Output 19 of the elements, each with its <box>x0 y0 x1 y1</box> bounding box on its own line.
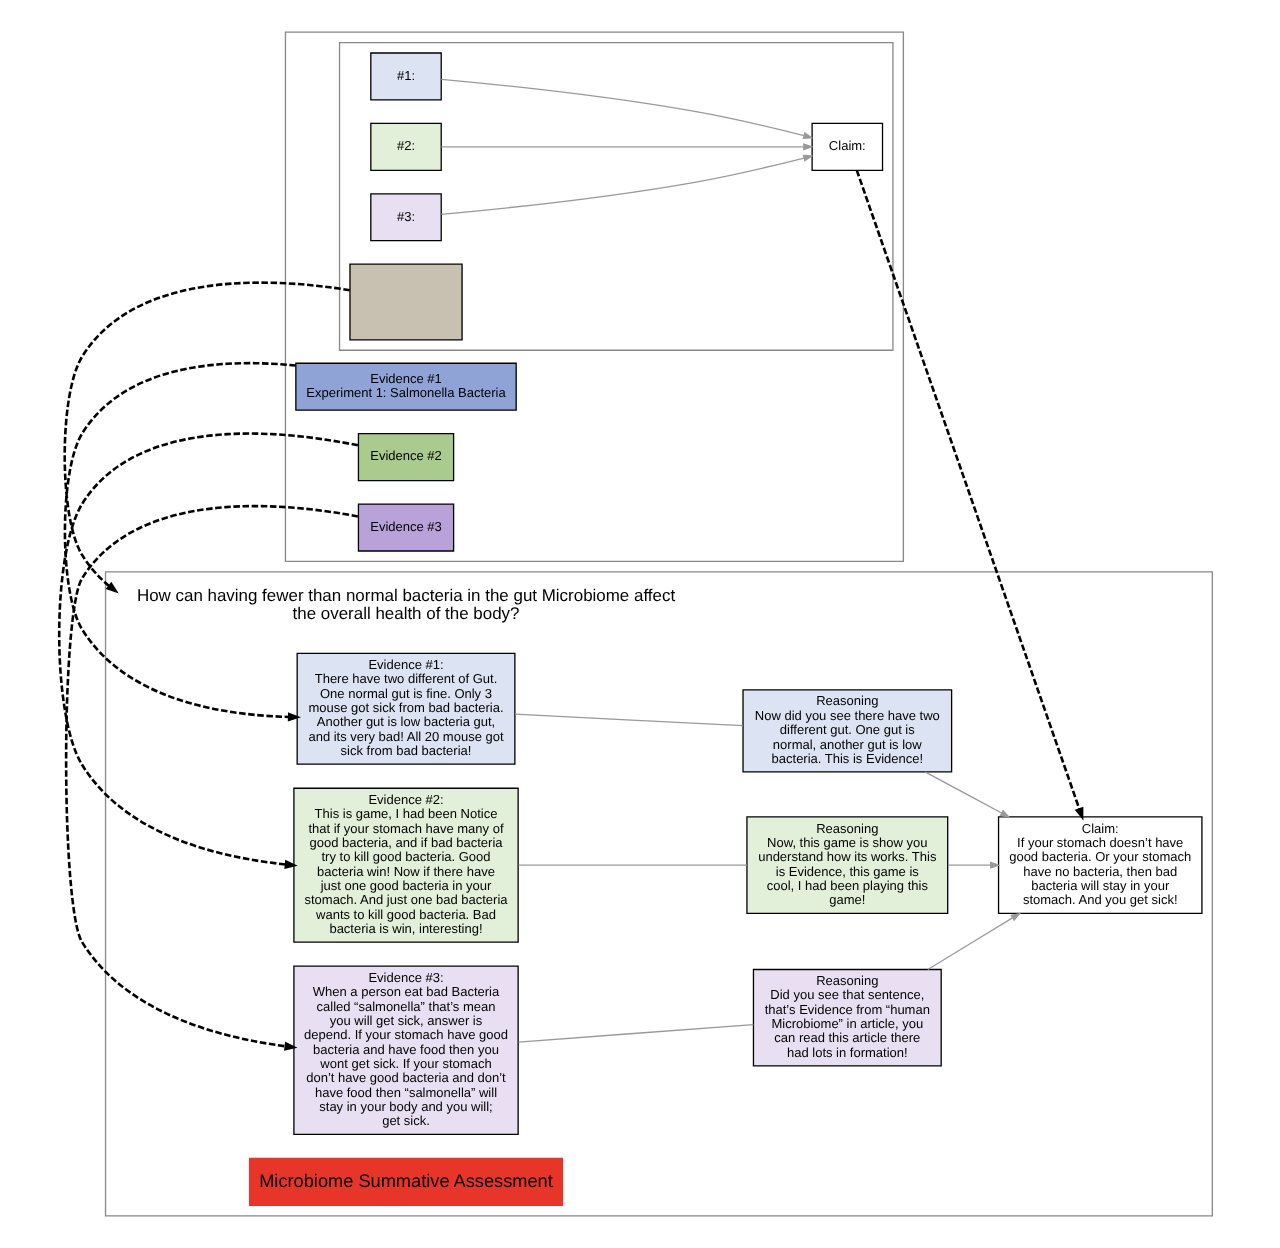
arrow <box>56 432 358 869</box>
arrow <box>439 78 813 140</box>
arrow <box>439 154 813 215</box>
cluster <box>283 31 904 563</box>
connector <box>516 864 747 866</box>
arrow <box>854 169 1083 821</box>
arrow <box>62 361 300 722</box>
arrow <box>62 281 349 594</box>
arrow <box>439 143 813 151</box>
arrow <box>63 504 358 1051</box>
node-box: Microbiome Summative Assessment <box>247 1157 563 1207</box>
arrow <box>926 912 1021 971</box>
connector <box>513 713 743 727</box>
node-box <box>348 263 462 341</box>
cluster <box>337 41 893 351</box>
arrow <box>923 771 1010 818</box>
node-text: How can having fewer than normal bacteria in the gut Microbiome affect the overall health of the body? <box>135 585 675 624</box>
connector <box>516 1023 754 1043</box>
arrow <box>946 861 1000 869</box>
